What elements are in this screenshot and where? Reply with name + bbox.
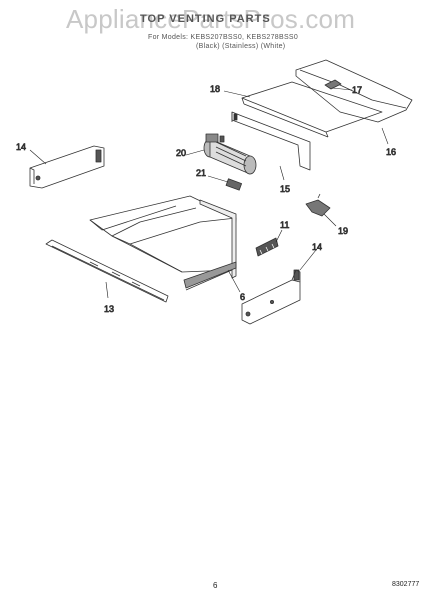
clip-part (305, 193, 331, 217)
rear-bracket-part (231, 111, 311, 171)
callout-14-left: 14 (16, 142, 26, 152)
callout-17: 17 (352, 85, 362, 95)
vent-grille-part (255, 237, 279, 257)
document-number: 8302777 (392, 581, 420, 588)
front-trim-part (45, 239, 169, 303)
callout-6: 6 (240, 292, 245, 302)
watermark: AppliancePartsPros.com (66, 4, 356, 34)
callout-19: 19 (338, 226, 348, 236)
blower-fan-part (203, 133, 257, 175)
color-variants: (Black) (Stainless) (White) (196, 43, 286, 50)
vent-duct-assembly (89, 195, 237, 291)
callout-11: 11 (280, 220, 289, 230)
callout-15: 15 (280, 184, 290, 194)
side-bracket-right-part (241, 269, 301, 325)
page-number: 6 (213, 581, 218, 590)
callout-13: 13 (104, 304, 114, 314)
callout-14-right: 14 (312, 242, 322, 252)
duct-cover-part (241, 81, 383, 138)
diagram-title: TOP VENTING PARTS (140, 13, 271, 25)
callout-18: 18 (210, 84, 220, 94)
callout-21: 21 (196, 168, 206, 178)
connector-part (225, 178, 243, 191)
callout-16: 16 (386, 147, 396, 157)
side-bracket-left-part (29, 145, 105, 189)
leader-lines (29, 87, 389, 299)
callout-20: 20 (176, 148, 186, 158)
model-numbers: For Models: KEBS207BSS0, KEBS278BSS0 (148, 34, 299, 41)
